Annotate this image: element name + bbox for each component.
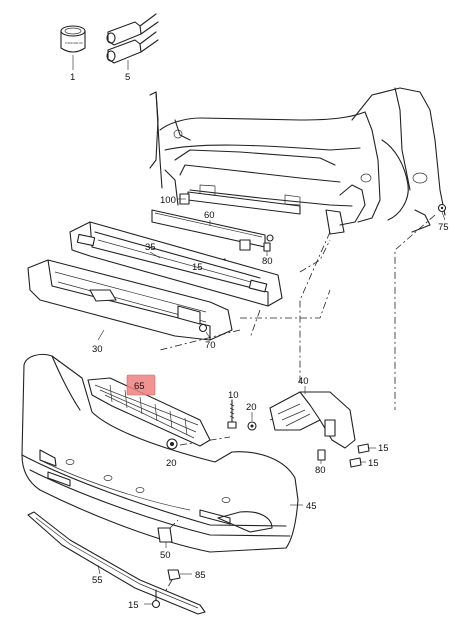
callout-1: 1 xyxy=(70,72,75,83)
callout-20-center: 20 xyxy=(166,458,177,469)
part-5-holders xyxy=(106,13,159,70)
callout-30: 30 xyxy=(92,344,103,355)
part-55-trim xyxy=(27,511,206,615)
callout-45: 45 xyxy=(306,501,317,512)
callout-80-upper: 80 xyxy=(262,256,273,267)
callout-labels: 1 5 75 100 60 35 15 80 70 30 65 10 20 20… xyxy=(70,72,449,611)
callout-15-bottom: 15 xyxy=(128,600,139,611)
part-20-clip-center xyxy=(166,438,178,456)
part-1-clip: 0 000 000 00 xyxy=(60,25,86,70)
part-80-screw-lower xyxy=(317,449,326,464)
part-30-absorber xyxy=(27,259,233,341)
callout-50: 50 xyxy=(160,550,171,561)
callout-75: 75 xyxy=(438,222,449,233)
part-85-clip xyxy=(164,569,192,593)
svg-text:0 000 000 00: 0 000 000 00 xyxy=(65,41,83,45)
callout-80-lower: 80 xyxy=(315,465,326,476)
part-45-bumper-cover xyxy=(21,353,303,553)
part-75-screw xyxy=(437,203,447,221)
callout-85: 85 xyxy=(195,570,206,581)
callout-5: 5 xyxy=(125,72,130,83)
callout-70: 70 xyxy=(205,340,216,351)
part-40-guide xyxy=(269,386,356,449)
callout-15-right-a: 15 xyxy=(378,443,389,454)
part-15-screw-bottom xyxy=(144,589,161,609)
callout-100: 100 xyxy=(160,195,176,206)
part-50-cap xyxy=(157,519,179,548)
callout-65: 65 xyxy=(134,381,145,392)
part-65-bracket xyxy=(87,377,211,447)
car-body-rear xyxy=(149,87,446,235)
part-100-bracket xyxy=(178,191,301,215)
callout-15-right-b: 15 xyxy=(368,458,379,469)
callout-15-upper: 15 xyxy=(192,262,203,273)
callout-40: 40 xyxy=(298,376,309,387)
callout-55: 55 xyxy=(92,575,103,586)
callout-35: 35 xyxy=(145,242,156,253)
part-15-screws-right xyxy=(349,443,376,468)
part-65-highlight xyxy=(126,374,156,396)
part-20-nut-right xyxy=(247,412,257,431)
callout-60: 60 xyxy=(204,210,215,221)
part-80-screw-upper xyxy=(263,242,271,256)
part-35-bracket xyxy=(69,221,283,307)
part-70-screw xyxy=(198,323,211,339)
callout-10: 10 xyxy=(228,390,239,401)
callout-20-right: 20 xyxy=(246,402,257,413)
part-10-screw xyxy=(227,399,237,429)
